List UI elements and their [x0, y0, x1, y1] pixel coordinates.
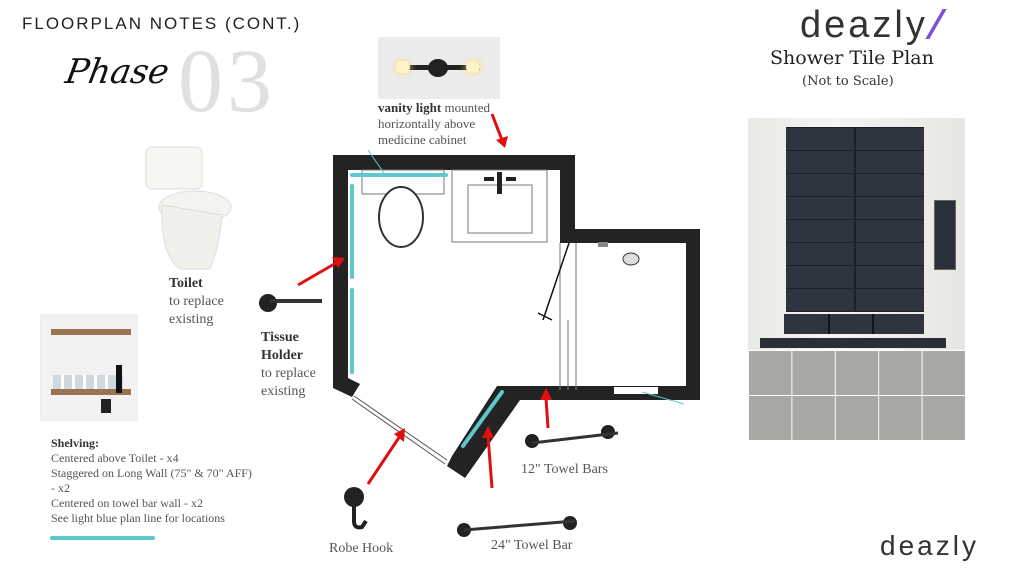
shower-tile-plan [748, 118, 965, 440]
toilet-image [145, 146, 232, 270]
shelf-lines [350, 173, 504, 448]
tile-plan-title: Shower Tile Plan [770, 47, 934, 69]
robe-hook-image [344, 487, 368, 530]
towel-bar-24-label: 24" Towel Bar [491, 538, 573, 553]
shelf-line-legend [50, 536, 155, 540]
arrows [297, 113, 552, 489]
dark-tile-grid [786, 127, 924, 312]
vanity-light-label: vanity light mounted horizontally above … [378, 100, 490, 147]
towel-bar-24-image [457, 516, 577, 537]
phase-number: 03 [178, 32, 276, 131]
tissue-holder-image [259, 294, 322, 312]
robe-hook-label: Robe Hook [329, 541, 394, 556]
page-title: FLOORPLAN NOTES (CONT.) [22, 14, 302, 33]
niche [934, 200, 956, 270]
deazly-logo-bottom: deazly [880, 530, 979, 561]
vanity-light-image [378, 37, 500, 99]
towel-bar-12-image [525, 425, 619, 448]
door [351, 395, 448, 465]
towel-bar-12-label: 12" Towel Bars [521, 462, 608, 477]
shelving-image [40, 314, 138, 421]
deazly-logo-top: deazly [800, 4, 947, 47]
shelving-notes: Shelving: Centered above Toilet - x4 Sta… [51, 436, 252, 525]
tile-plan-subtitle: (Not to Scale) [802, 74, 894, 89]
floor-tile-grid [748, 350, 965, 440]
